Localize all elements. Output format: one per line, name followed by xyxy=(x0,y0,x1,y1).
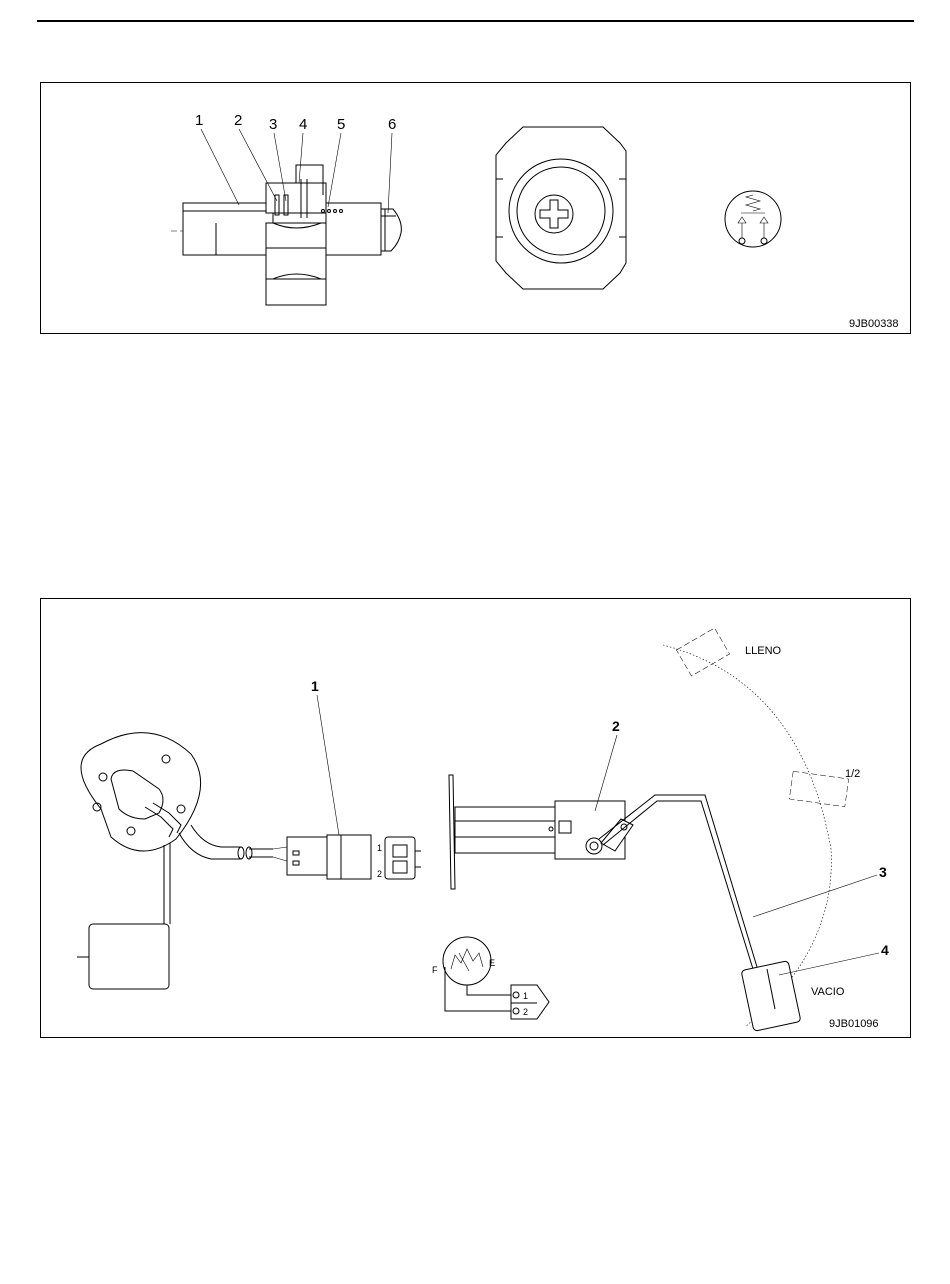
terminal-e: E xyxy=(489,958,495,968)
sensor-switch-drawing: 1 2 3 4 5 6 xyxy=(41,83,910,333)
connector-plug xyxy=(287,835,371,879)
pressure-switch-symbol xyxy=(725,191,781,247)
header-rule xyxy=(37,20,914,22)
schematic-pin-1: 1 xyxy=(523,991,528,1001)
callout-6: 6 xyxy=(388,116,396,133)
figure-sensor-switch: 1 2 3 4 5 6 xyxy=(40,82,911,334)
connector-pin-2: 2 xyxy=(377,869,382,879)
connector-receptacle xyxy=(385,837,421,879)
label-half: 1/2 xyxy=(845,768,860,780)
callout-3: 3 xyxy=(879,864,887,880)
fuel-sender-schematic xyxy=(443,937,549,1019)
callout-4: 4 xyxy=(299,116,307,133)
sensor-flange-assembly xyxy=(77,733,201,989)
callout-1-leader xyxy=(317,695,339,835)
wire-harness xyxy=(179,825,287,861)
callout-1: 1 xyxy=(311,678,319,694)
callout-4-leader xyxy=(779,953,879,975)
sender-unit xyxy=(449,775,757,969)
sensor-side-view xyxy=(171,165,403,305)
connector-pin-1: 1 xyxy=(377,843,382,853)
fuel-sensor-drawing: 1 2 1 2 xyxy=(41,599,910,1037)
label-full: LLENO xyxy=(745,645,782,657)
figure-code-2: 9JB01096 xyxy=(829,1018,879,1030)
callout-2-leader xyxy=(595,735,617,811)
callout-4: 4 xyxy=(881,942,889,958)
callout-2: 2 xyxy=(612,718,620,734)
schematic-pin-2: 2 xyxy=(523,1007,528,1017)
callout-5: 5 xyxy=(337,116,345,133)
callout-3-leader xyxy=(753,875,877,917)
callout-3: 3 xyxy=(269,116,277,133)
sensor-front-view xyxy=(496,127,626,289)
figure-fuel-level-sensor: 1 2 1 2 xyxy=(40,598,911,1038)
terminal-f: F xyxy=(432,965,438,975)
float xyxy=(741,961,801,1032)
label-empty: VACIO xyxy=(811,986,845,998)
callout-2: 2 xyxy=(234,112,242,129)
figure-code-1: 9JB00338 xyxy=(849,318,899,330)
callout-1: 1 xyxy=(195,112,203,129)
